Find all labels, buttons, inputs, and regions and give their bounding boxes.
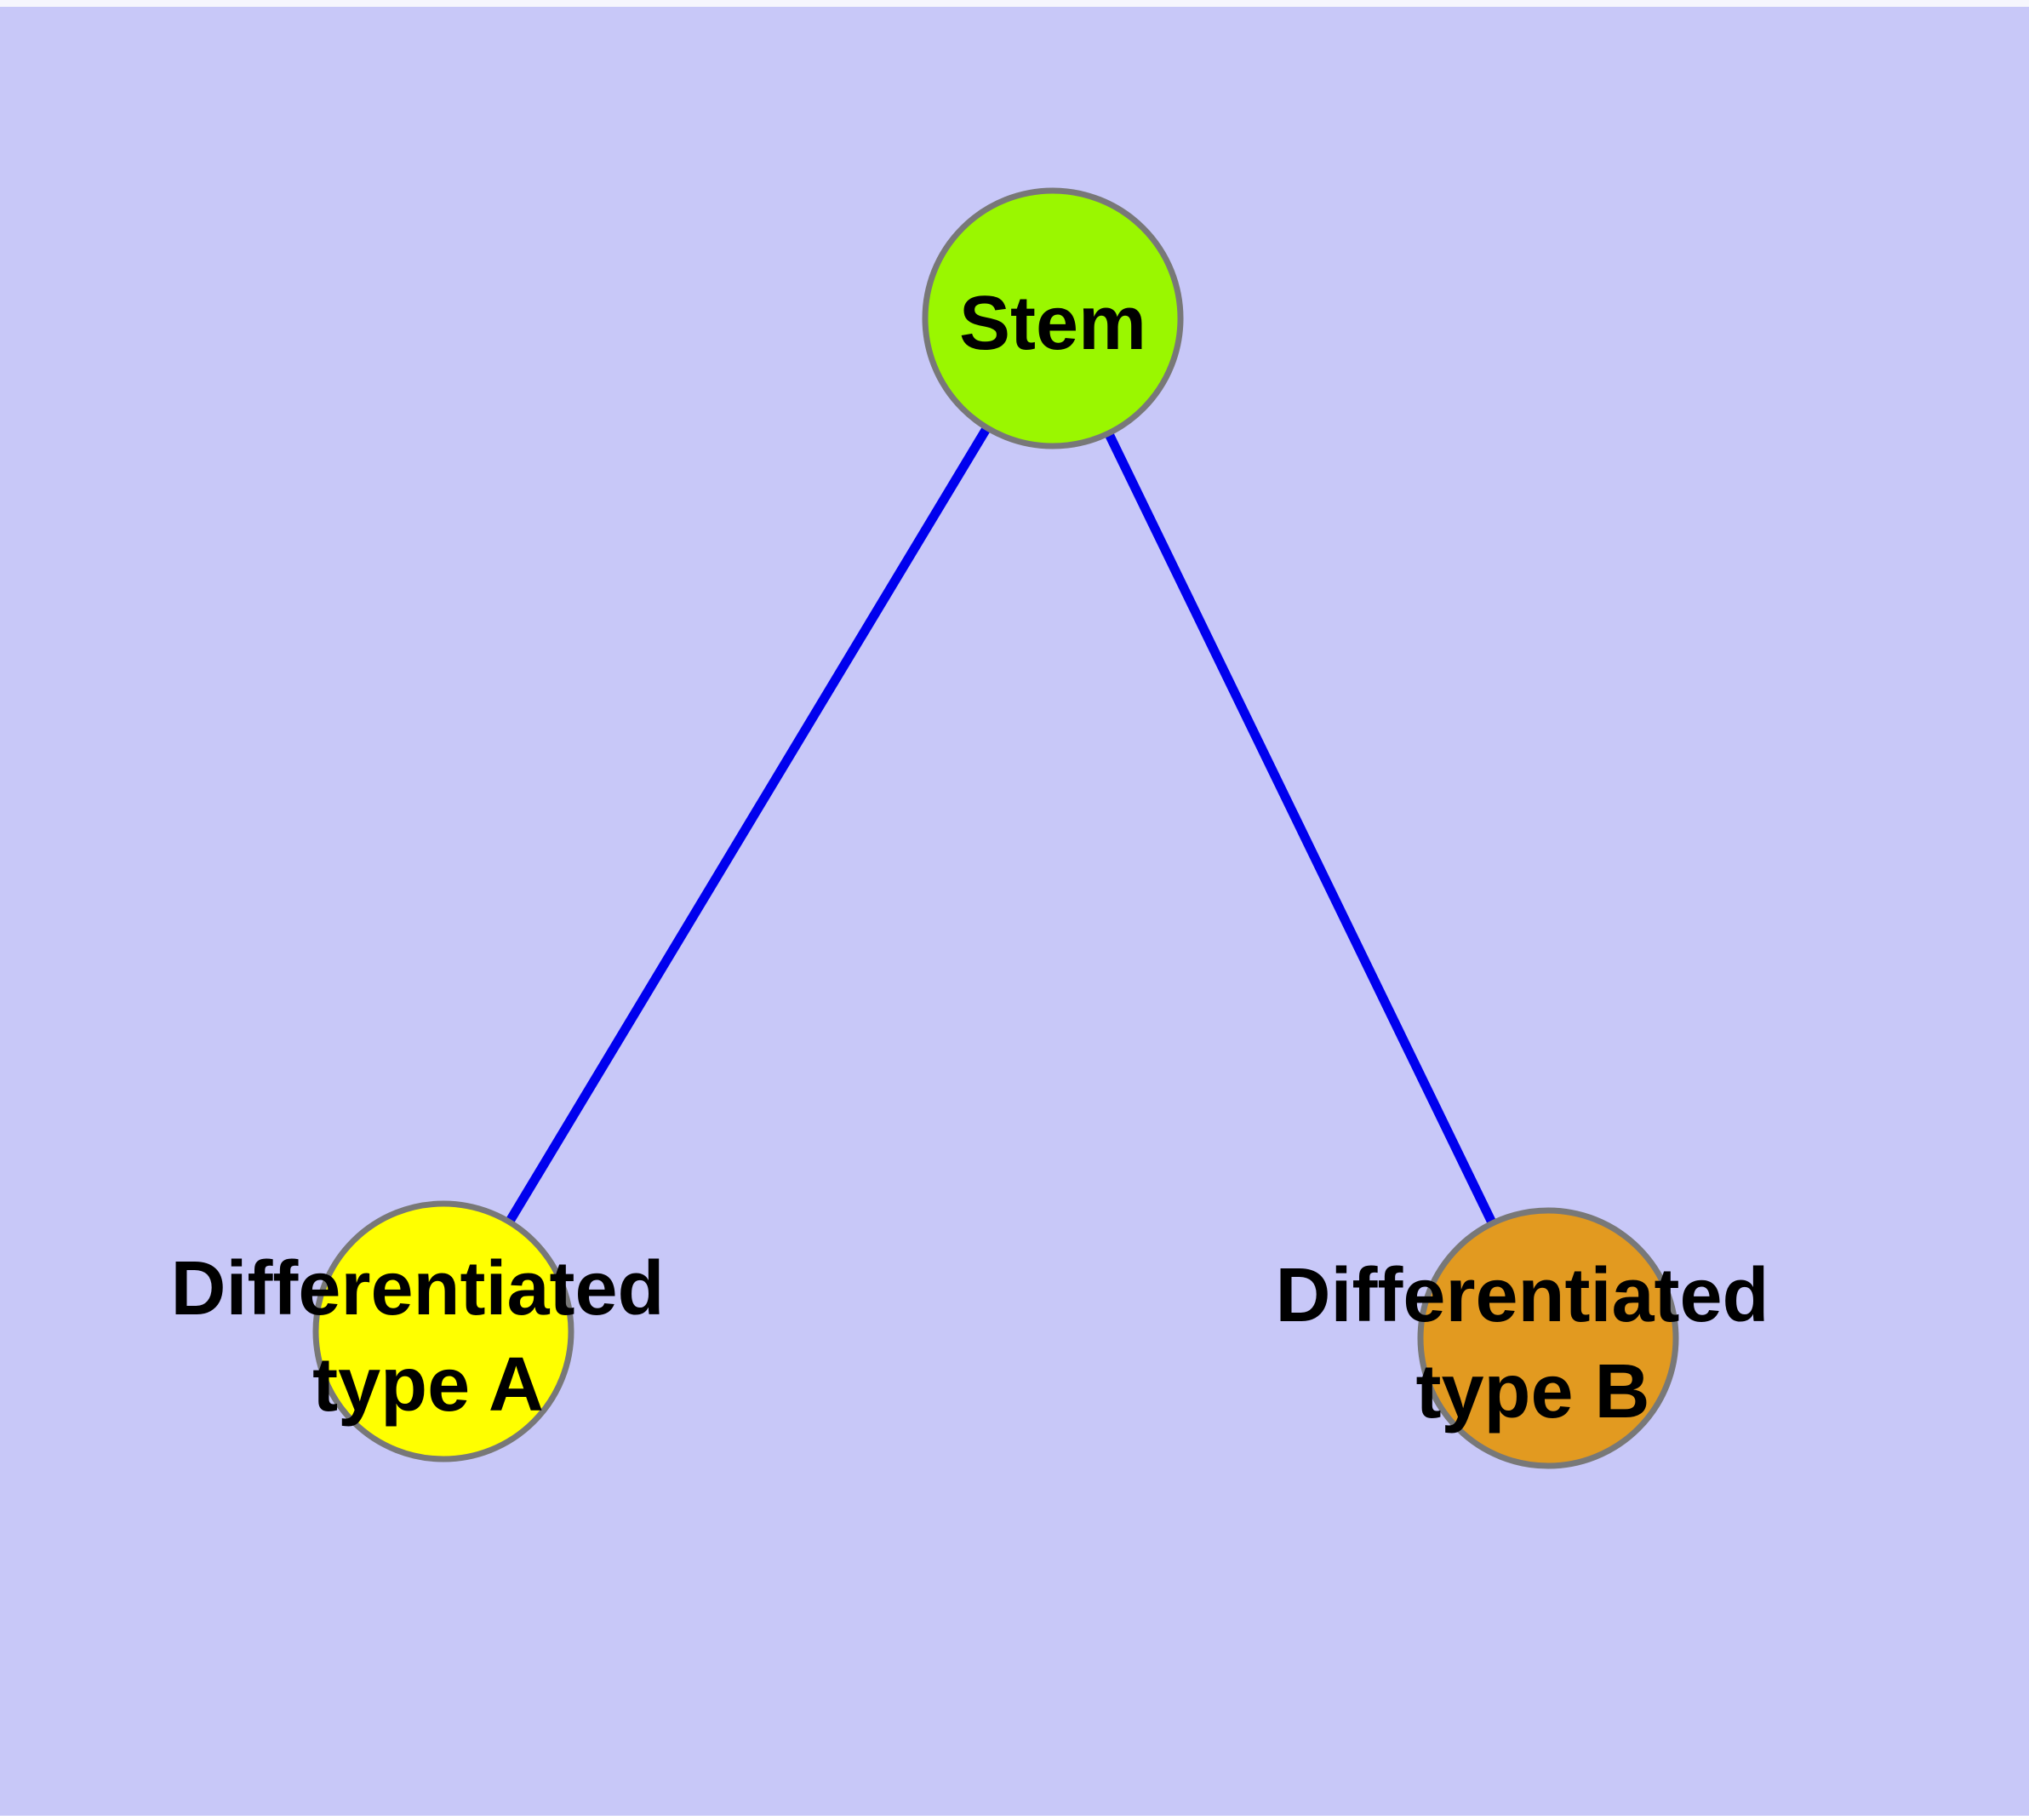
edge-stem-to-type-a [439, 316, 1057, 1334]
node-type-b-circle [1417, 1207, 1679, 1469]
edge-stem-to-type-b [1049, 316, 1552, 1341]
node-type-a-label-line1: Differentiated [170, 1246, 664, 1331]
node-stem-label: Stem [959, 281, 1146, 366]
node-type-a-circle [312, 1200, 574, 1462]
node-type-a-label: Differentiated type A [170, 1246, 685, 1428]
bottom-edge-strip [0, 1816, 2029, 1820]
top-edge-strip [0, 0, 2029, 7]
node-type-a-label-line2: type A [312, 1342, 544, 1428]
node-type-b-label-line1: Differentiated [1275, 1253, 1769, 1338]
node-type-b-label: Differentiated type B [1275, 1253, 1790, 1434]
node-type-b-label-line2: type B [1415, 1349, 1649, 1434]
node-stem-circle [922, 187, 1184, 449]
